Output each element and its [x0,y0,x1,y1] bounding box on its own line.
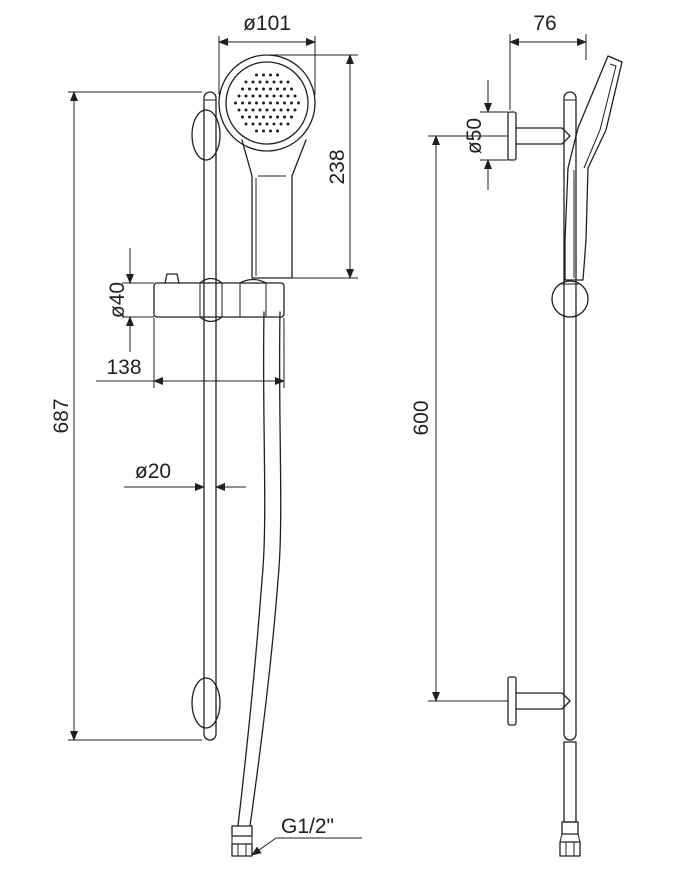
rail-diameter-dimension: ø20 [124,460,246,491]
front-view: ø101 238 ø40 138 [50,12,362,857]
projection-dimension: 76 [509,12,587,110]
holder-diameter-dimension: ø40 [106,248,154,352]
holder-diameter-label: ø40 [106,282,129,318]
head-diameter-label: ø101 [243,12,291,35]
side-handshower [564,55,623,281]
side-hose-connector [559,821,581,857]
lower-wall-bracket [507,676,571,726]
projection-label: 76 [533,12,556,35]
hose [237,311,282,827]
lower-wall-flange [191,677,221,729]
rail-diameter-label: ø20 [135,460,171,483]
slide-rail [203,91,217,741]
spray-nozzles [234,73,300,133]
upper-wall-flange [191,109,221,161]
side-view: 76 ø50 600 [410,12,623,857]
handshower-head [218,54,316,152]
handshower-handle [241,139,307,279]
connection-callout: G1/2" [251,815,362,856]
bracket-spacing-label: 600 [410,400,433,435]
holder-offset-dimension: 138 [96,318,285,388]
upper-wall-bracket [507,111,571,161]
side-holder [551,280,589,318]
head-diameter-dimension: ø101 [218,12,316,95]
rail-length-label: 687 [50,398,73,433]
head-height-label: 238 [326,149,349,184]
rail-length-dimension: 687 [50,91,202,741]
holder-offset-label: 138 [106,356,141,379]
bracket-spacing-dimension: 600 [410,135,508,702]
slider-holder [153,273,285,323]
head-height-dimension: 238 [268,54,358,279]
connection-label: G1/2" [281,815,334,838]
bracket-diameter-dimension: ø50 [463,80,508,190]
hose-connector [231,825,253,857]
